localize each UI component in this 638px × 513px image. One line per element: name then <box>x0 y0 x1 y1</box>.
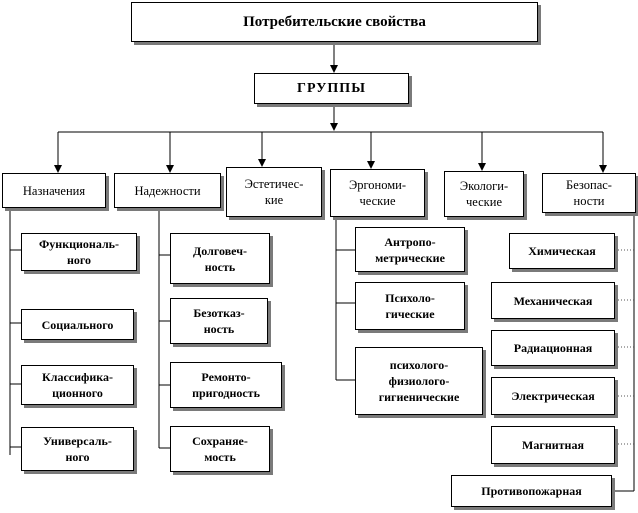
item-sokhranyaemost: Сохраняе-мость <box>170 426 270 472</box>
item-dolgovechnost: Долговеч-ность <box>170 233 270 284</box>
title-box: Потребительские свойства <box>131 2 538 42</box>
category-ekologia: Экологи-ческие <box>444 171 524 217</box>
item-remontoprigodnost: Ремонто-пригодность <box>170 362 282 408</box>
groups-box: ГРУППЫ <box>254 73 409 104</box>
item-protivopozharnaya: Противопожарная <box>451 475 612 507</box>
category-naznachenie: Назначения <box>2 173 106 208</box>
groups-text: ГРУППЫ <box>297 80 366 96</box>
item-universalnogo: Универсаль-ного <box>21 427 134 471</box>
category-ergonomika: Эргономи-ческие <box>330 169 425 217</box>
item-mekhanicheskaya: Механическая <box>491 282 615 319</box>
item-radiatsionnaya: Радиационная <box>491 330 615 366</box>
item-psikhofiziologicheskie: психолого-физиолого-гигиенические <box>355 347 483 415</box>
item-sotsialnogo: Социального <box>21 309 134 340</box>
item-elektricheskaya: Электрическая <box>491 377 615 415</box>
item-funktsionalnogo: Функциональ-ного <box>21 233 137 271</box>
item-khimicheskaya: Химическая <box>509 233 615 269</box>
category-estetika: Эстетичес-кие <box>226 167 322 217</box>
item-bezotkaznost: Безотказ-ность <box>170 298 268 344</box>
category-bezopasnost: Безопас-ности <box>542 173 636 213</box>
item-klassifikatsionnogo: Классифика-ционного <box>21 365 134 405</box>
title-text: Потребительские свойства <box>243 14 426 30</box>
category-nadezhnost: Надежности <box>114 173 221 208</box>
item-antropometricheskie: Антропо-метрические <box>355 227 465 272</box>
item-magnitnaya: Магнитная <box>491 426 615 464</box>
item-psikhologicheskie: Психоло-гические <box>355 282 465 330</box>
